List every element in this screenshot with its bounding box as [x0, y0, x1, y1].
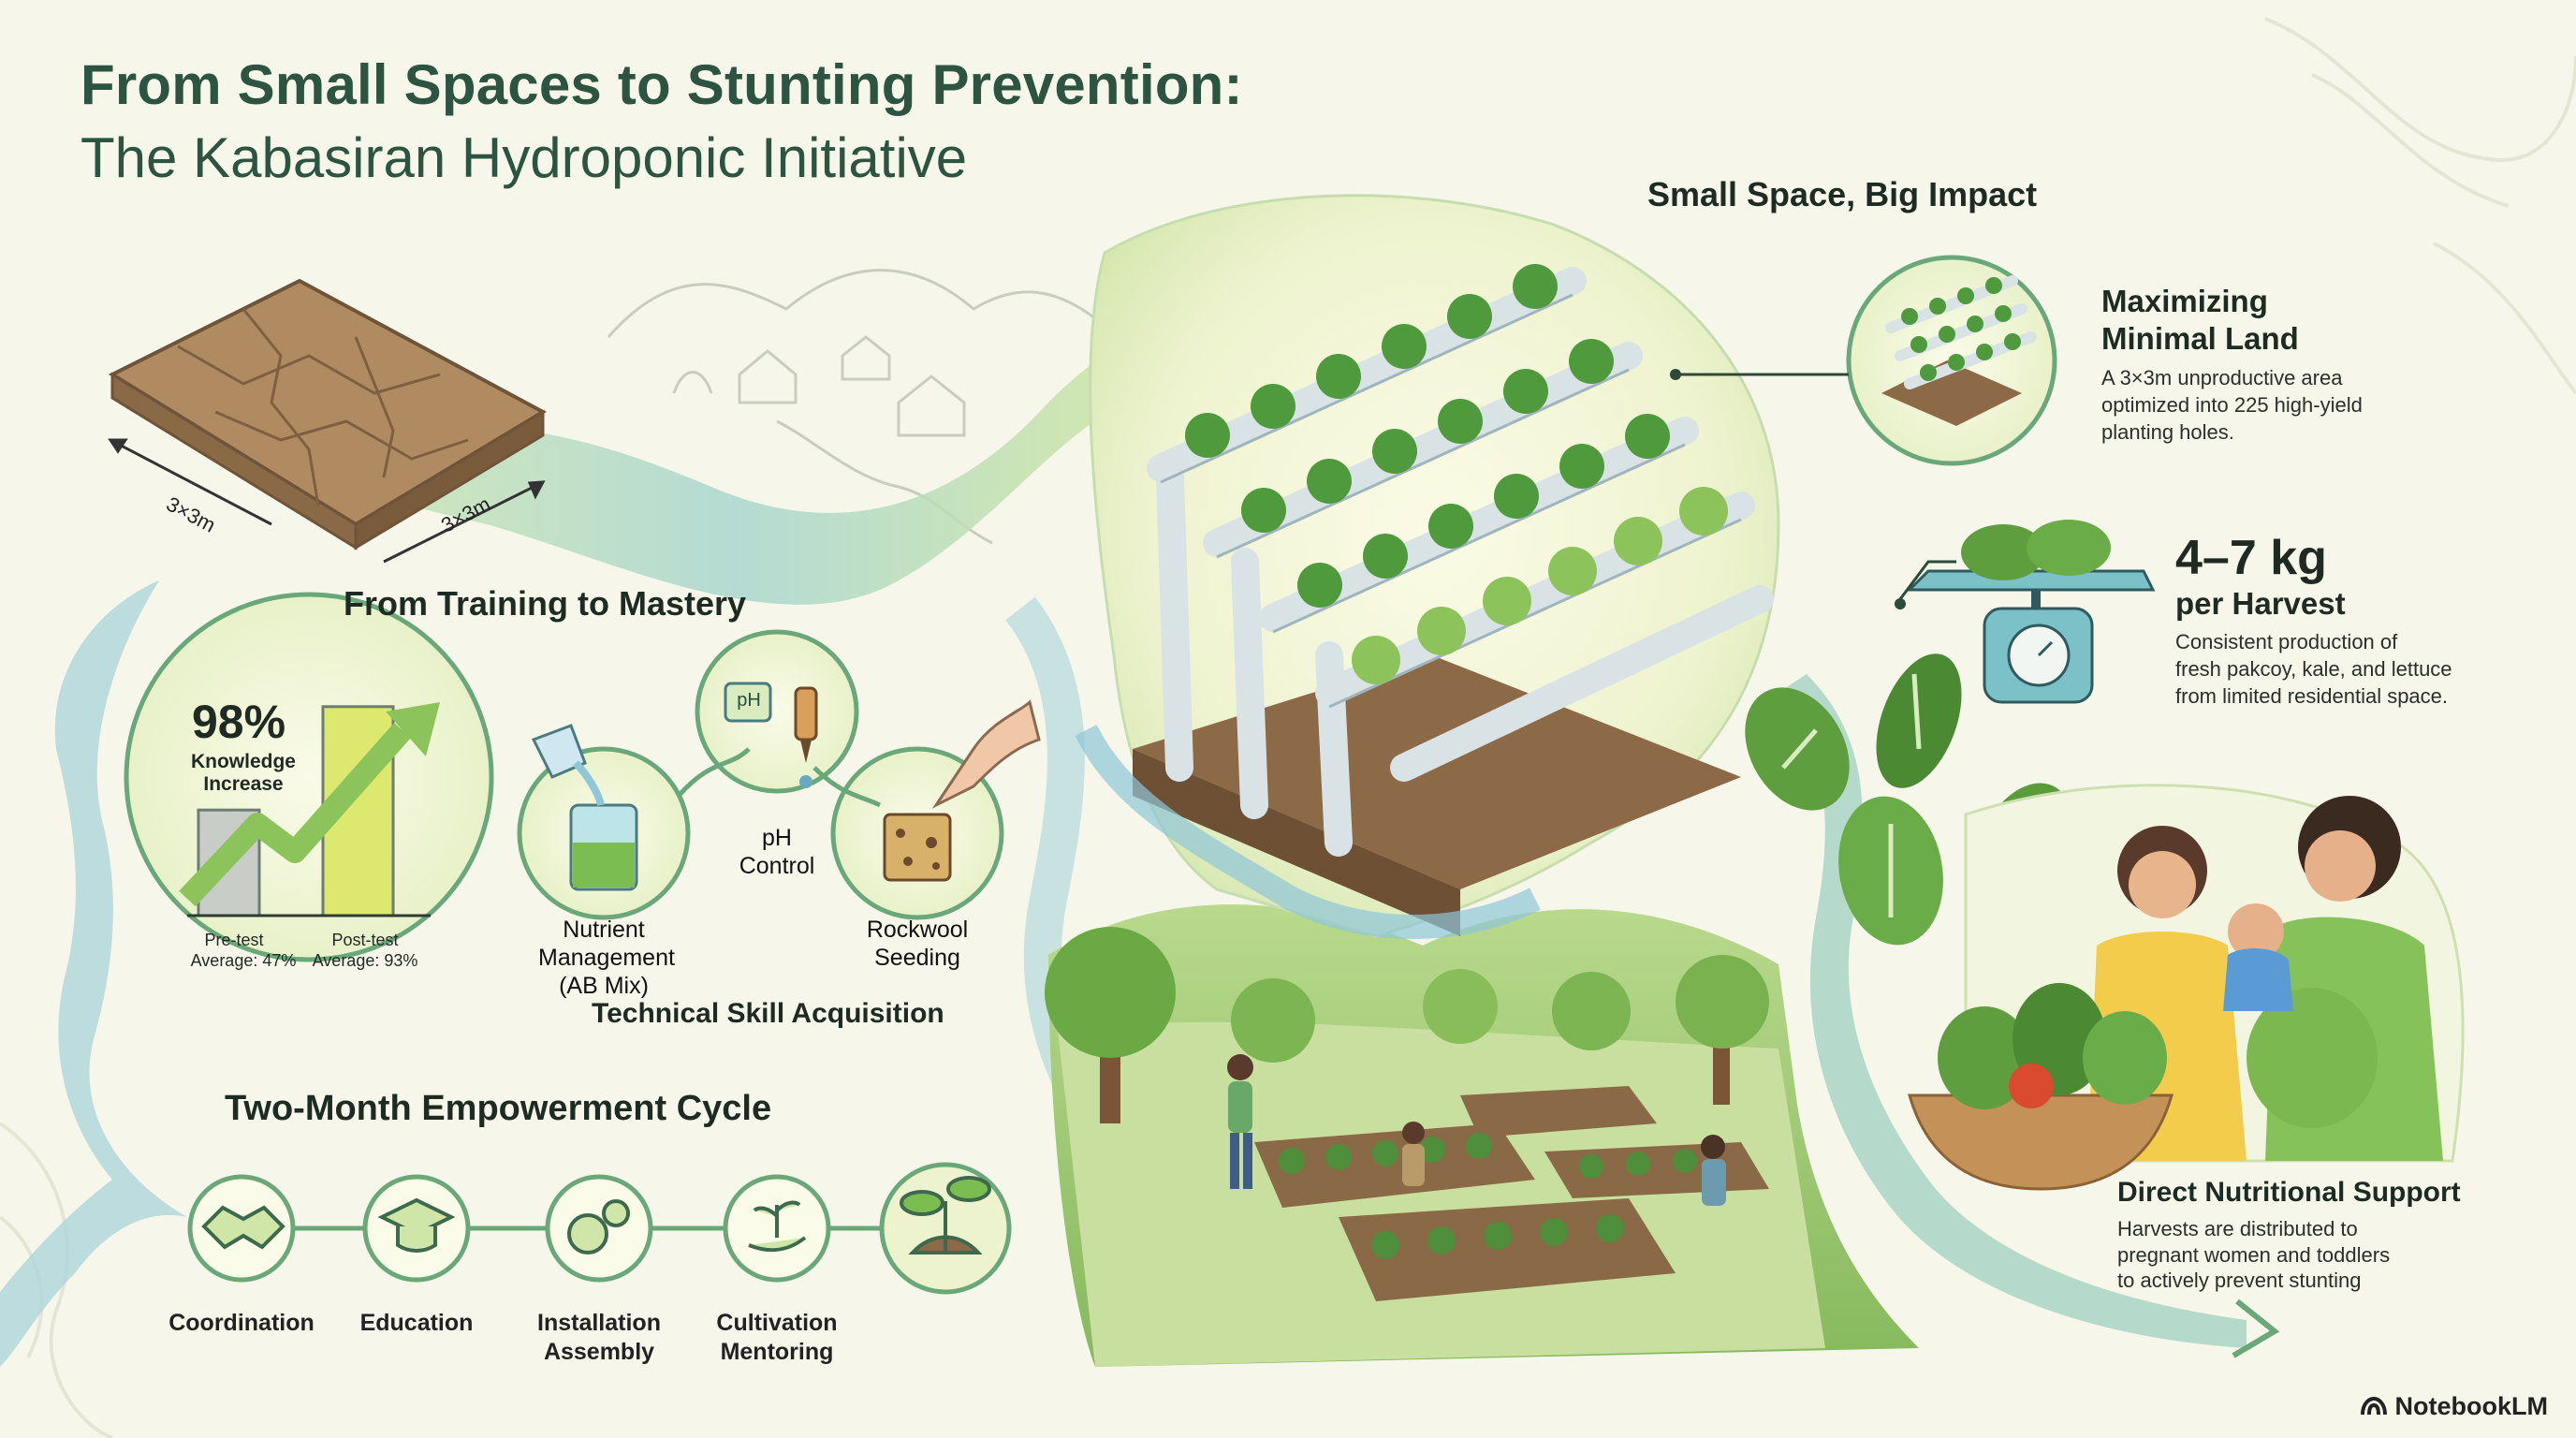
notebooklm-logo-icon	[2360, 1396, 2387, 1415]
dry-land-plot	[108, 278, 548, 564]
community-garden-scene	[1045, 904, 1919, 1367]
stat-label-1: Knowledge	[190, 751, 296, 772]
yield-value: 4–7 kg	[2175, 531, 2327, 585]
brand-name: NotebookLM	[2394, 1392, 2548, 1420]
knowledge-stat-circle	[124, 592, 494, 962]
cycle-heading: Two-Month Empowerment Cycle	[225, 1089, 772, 1128]
nutrition-body: Harvests are distributed to pregnant wom…	[2117, 1217, 2391, 1292]
family-illustration	[1908, 796, 2443, 1191]
cycle-step-2: Education	[359, 1310, 474, 1336]
land-body: A 3×3m unproductive area optimized into …	[2101, 366, 2363, 445]
skills-heading: Technical Skill Acquisition	[592, 998, 944, 1029]
impact-heading: Small Space, Big Impact	[1647, 175, 2038, 213]
training-heading: From Training to Mastery	[344, 584, 747, 623]
pre-test-average: Average: 47%	[190, 951, 297, 970]
scale-illustration	[1895, 520, 2156, 704]
main-title-line2: The Kabasiran Hydroponic Initiative	[80, 126, 968, 189]
skill-rockwool: Rockwool Seeding	[866, 917, 969, 971]
main-title-line1: From Small Spaces to Stunting Prevention…	[80, 53, 1243, 116]
hydroponic-bubble	[1075, 194, 1780, 939]
stat-value: 98%	[192, 696, 286, 748]
cycle-step-4: Cultivation Mentoring	[716, 1310, 838, 1366]
land-title: Maximizing Minimal Land	[2101, 284, 2299, 357]
yield-body: Consistent production of fresh pakcoy, k…	[2175, 630, 2452, 709]
stat-label-2: Increase	[203, 773, 284, 795]
pre-test-label: Pre-test	[204, 931, 264, 949]
post-test-label: Post-test	[331, 931, 399, 949]
notebooklm-brand[interactable]: NotebookLM	[2360, 1392, 2548, 1421]
skill-nutrient: Nutrient Management (AB Mix)	[538, 917, 675, 999]
nutrition-heading: Direct Nutritional Support	[2117, 1177, 2461, 1208]
skill-ph-control: pH Control	[739, 825, 815, 879]
post-test-average: Average: 93%	[312, 951, 418, 970]
cycle-step-3: Installation Assembly	[537, 1310, 661, 1366]
pre-post-bar-chart	[179, 702, 440, 917]
cycle-step-1: Coordination	[168, 1310, 315, 1336]
yield-unit: per Harvest	[2175, 586, 2346, 621]
ph-badge: pH	[737, 690, 761, 711]
